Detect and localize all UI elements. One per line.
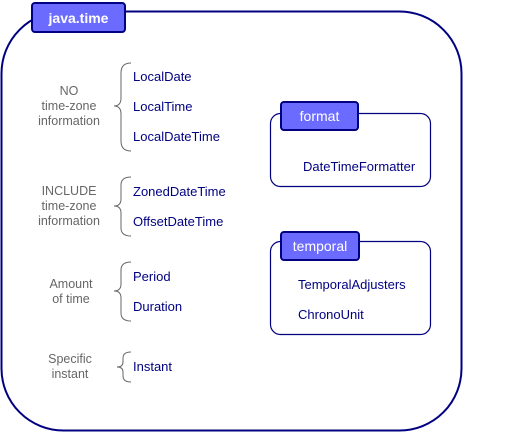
- group-label-line: Specific: [48, 352, 92, 366]
- group-label-include-timezone: INCLUDE time-zone information: [14, 184, 124, 229]
- class-datetimeformatter: DateTimeFormatter: [303, 159, 416, 174]
- class-localdatetime: LocalDateTime: [133, 129, 220, 144]
- group-label-line: information: [38, 214, 100, 228]
- format-package-label: format: [280, 101, 359, 131]
- group-label-amount-of-time: Amount of time: [16, 277, 126, 307]
- group-label-line: of time: [52, 292, 90, 306]
- group-label-line: time-zone: [41, 199, 97, 213]
- group-label-line: Amount: [49, 277, 93, 291]
- brace-include-timezone: [113, 176, 132, 237]
- class-period: Period: [133, 269, 171, 284]
- group-label-line: instant: [51, 367, 89, 381]
- brace-amount-of-time: [113, 261, 132, 322]
- group-label-line: information: [38, 114, 100, 128]
- class-instant: Instant: [133, 359, 173, 374]
- class-temporaladjusters: TemporalAdjusters: [298, 277, 406, 292]
- group-label-line: INCLUDE: [41, 184, 97, 198]
- java-time-package-label: java.time: [31, 2, 126, 33]
- brace-no-timezone: [113, 62, 132, 152]
- group-label-no-timezone: NO time-zone information: [14, 84, 124, 129]
- group-label-specific-instant: Specific instant: [15, 352, 125, 382]
- temporal-package-label: temporal: [280, 231, 360, 261]
- class-chronounit: ChronoUnit: [298, 307, 364, 322]
- class-duration: Duration: [133, 299, 183, 314]
- class-zoneddatetime: ZonedDateTime: [133, 184, 226, 199]
- class-localtime: LocalTime: [133, 99, 193, 114]
- class-localdate: LocalDate: [133, 69, 192, 84]
- brace-specific-instant: [116, 351, 132, 383]
- group-label-line: time-zone: [41, 99, 97, 113]
- group-label-line: NO: [59, 84, 79, 98]
- class-offsetdatetime: OffsetDateTime: [133, 214, 224, 229]
